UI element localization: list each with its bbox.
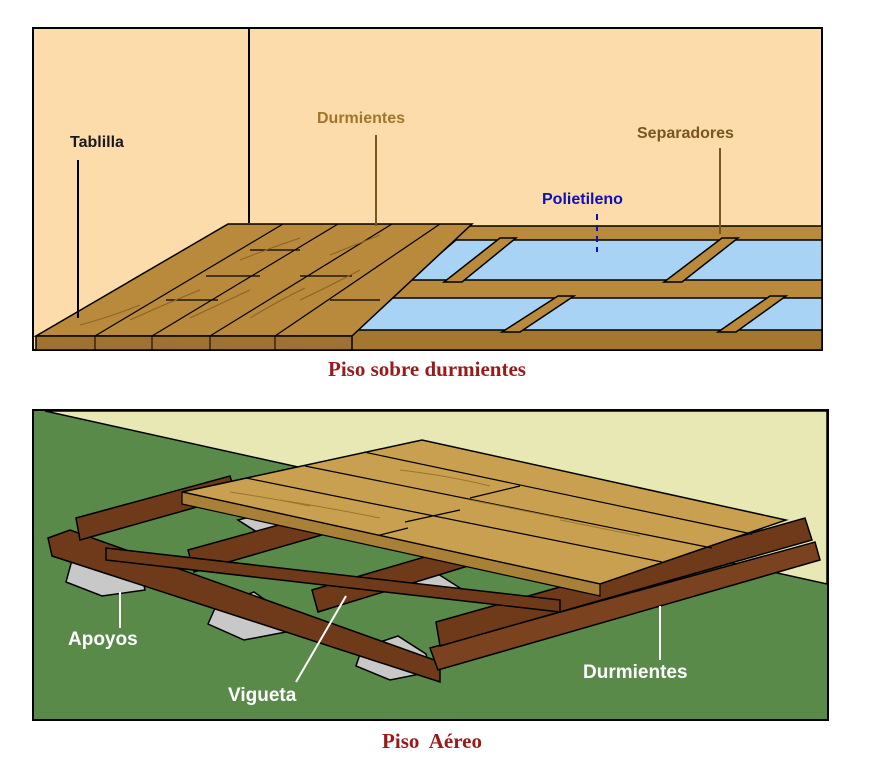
label-durmientes-top: Durmientes xyxy=(317,110,405,127)
diagram-piso-sobre-durmientes: Tablilla Durmientes Separadores Polietil… xyxy=(32,27,823,381)
label-polietileno: Polietileno xyxy=(542,191,623,208)
separadores-spacers xyxy=(441,237,789,333)
label-apoyos: Apoyos xyxy=(68,629,138,650)
caption-piso-sobre-durmientes: Piso sobre durmientes xyxy=(328,357,526,381)
tablilla-planks xyxy=(33,223,474,351)
deck-planks xyxy=(181,439,789,597)
label-separadores: Separadores xyxy=(637,125,734,142)
diagram-piso-aereo: Apoyos Vigueta Durmientes Piso Aéreo xyxy=(32,409,829,753)
label-durmientes-bottom: Durmientes xyxy=(583,662,688,683)
durmientes-aereo xyxy=(47,517,821,684)
vigueta-leader xyxy=(295,595,347,683)
label-vigueta: Vigueta xyxy=(228,685,297,706)
caption-piso-aereo: Piso Aéreo xyxy=(382,729,482,753)
label-tablilla: Tablilla xyxy=(70,134,124,151)
